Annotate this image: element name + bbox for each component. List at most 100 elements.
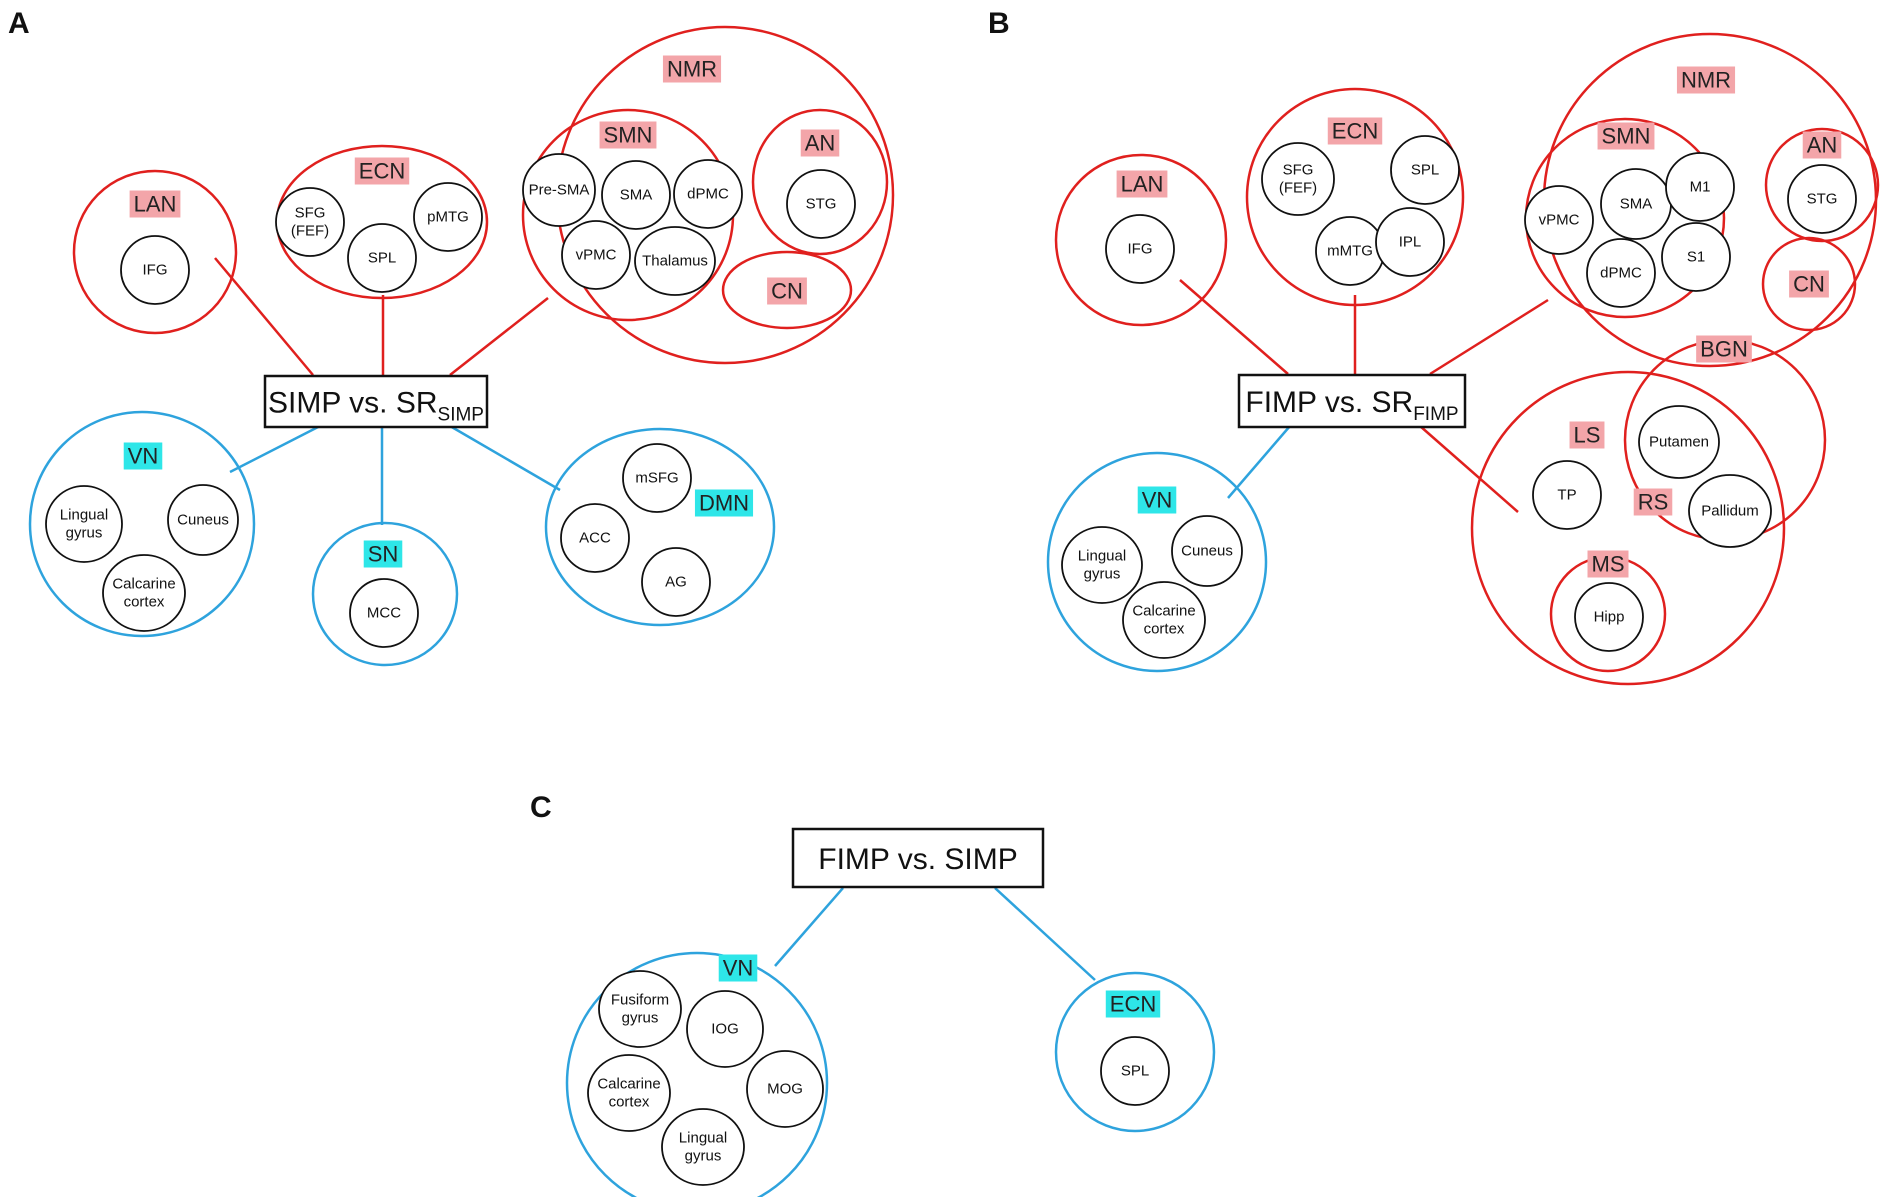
comparison-box-a: SIMP vs. SRSIMP <box>263 374 489 429</box>
edge-b-nmr <box>1429 298 1549 376</box>
region-a-thalamus: Thalamus <box>634 226 716 296</box>
edge-a-vn <box>229 424 321 474</box>
comparison-main: SIMP vs. SR <box>268 387 437 420</box>
svg-text:ECN: ECN <box>359 159 405 184</box>
label-b-rs: RS <box>1633 488 1673 516</box>
region-a-dpmc: dPMC <box>673 159 743 229</box>
region-a-acc: ACC <box>560 503 630 573</box>
region-b-ifg: IFG <box>1105 214 1175 284</box>
label-b-ls: LS <box>1569 421 1605 449</box>
region-a-pmtg: pMTG <box>413 182 483 252</box>
svg-text:Cuneus: Cuneus <box>177 512 229 529</box>
svg-text:gyrus: gyrus <box>66 525 103 542</box>
svg-text:Lingual: Lingual <box>679 1130 727 1147</box>
label-a-sn: SN <box>363 540 403 568</box>
svg-text:RS: RS <box>1638 490 1669 515</box>
region-a-mcc: MCC <box>349 578 419 648</box>
svg-text:SN: SN <box>368 542 399 567</box>
svg-text:LS: LS <box>1574 423 1601 448</box>
network-c-ecn <box>1054 971 1216 1133</box>
svg-text:SPL: SPL <box>1411 162 1439 179</box>
svg-text:LAN: LAN <box>134 192 177 217</box>
region-c-iog: IOG <box>686 990 764 1068</box>
svg-text:IFG: IFG <box>143 262 168 279</box>
region-b-putamen: Putamen <box>1638 405 1720 479</box>
label-a-smn: SMN <box>599 121 657 149</box>
comparison-main: FIMP vs. SR <box>1245 386 1413 419</box>
region-b-hipp: Hipp <box>1574 582 1644 652</box>
network-b-ecn <box>1245 87 1465 307</box>
region-a-spl: SPL <box>347 223 417 293</box>
region-b-m1: M1 <box>1665 152 1735 222</box>
comparison-main: FIMP vs. SIMP <box>818 843 1017 876</box>
region-b-tp: TP <box>1532 460 1602 530</box>
svg-text:gyrus: gyrus <box>622 1010 659 1027</box>
label-b-bgn: BGN <box>1696 335 1752 363</box>
svg-text:Cuneus: Cuneus <box>1181 543 1233 560</box>
region-b-spl: SPL <box>1390 135 1460 205</box>
edge-b-vn <box>1227 425 1291 499</box>
label-a-nmr: NMR <box>662 55 722 83</box>
svg-text:Calcarine: Calcarine <box>597 1076 660 1093</box>
region-a-msfg: mSFG <box>622 443 692 513</box>
svg-text:SIMP vs. SRSIMP: SIMP vs. SRSIMP <box>268 387 484 426</box>
svg-text:MCC: MCC <box>367 605 401 622</box>
svg-text:STG: STG <box>1807 191 1838 208</box>
svg-text:(FEF): (FEF) <box>291 223 329 240</box>
region-b-stg: STG <box>1787 164 1857 234</box>
network-b-cn <box>1761 236 1857 332</box>
svg-text:Hipp: Hipp <box>1594 609 1625 626</box>
region-a-vpmc: vPMC <box>561 220 631 290</box>
comparison-subscript: SIMP <box>438 405 484 426</box>
label-a-ecn: ECN <box>354 157 410 185</box>
svg-text:cortex: cortex <box>609 1094 650 1111</box>
label-b-ms: MS <box>1587 550 1629 578</box>
region-a-cuneus: Cuneus <box>167 484 239 556</box>
label-c-ecn: ECN <box>1105 990 1161 1018</box>
svg-text:gyrus: gyrus <box>685 1148 722 1165</box>
region-a-presma: Pre-SMA <box>522 153 596 227</box>
edge-a-nmr <box>449 297 549 376</box>
region-c-spl: SPL <box>1100 1036 1170 1106</box>
svg-text:ECN: ECN <box>1332 119 1378 144</box>
svg-text:FIMP vs. SIMP: FIMP vs. SIMP <box>818 843 1017 876</box>
region-b-cuneus: Cuneus <box>1171 515 1243 587</box>
label-b-vn: VN <box>1137 486 1177 514</box>
label-b-ecn: ECN <box>1327 117 1383 145</box>
svg-text:cortex: cortex <box>124 594 165 611</box>
svg-text:VN: VN <box>128 444 159 469</box>
svg-text:SMA: SMA <box>620 187 653 204</box>
svg-text:gyrus: gyrus <box>1084 566 1121 583</box>
network-a-sn <box>311 521 459 667</box>
svg-text:M1: M1 <box>1690 179 1711 196</box>
region-b-dpmc: dPMC <box>1586 238 1656 308</box>
label-b-smn: SMN <box>1597 122 1655 150</box>
label-a-vn: VN <box>123 442 163 470</box>
svg-text:AG: AG <box>665 574 687 591</box>
svg-text:mSFG: mSFG <box>635 470 678 487</box>
svg-text:Thalamus: Thalamus <box>642 253 708 270</box>
svg-text:CN: CN <box>771 279 803 304</box>
svg-text:NMR: NMR <box>1681 68 1731 93</box>
svg-text:DMN: DMN <box>699 491 749 516</box>
svg-text:dPMC: dPMC <box>1600 265 1642 282</box>
svg-text:AN: AN <box>805 131 836 156</box>
svg-text:Putamen: Putamen <box>1649 434 1709 451</box>
label-c-vn: VN <box>718 954 758 982</box>
svg-text:Lingual: Lingual <box>60 507 108 524</box>
svg-text:Calcarine: Calcarine <box>112 576 175 593</box>
region-b-mmtg: mMTG <box>1315 216 1385 286</box>
region-b-pallidum: Pallidum <box>1688 474 1772 548</box>
svg-text:dPMC: dPMC <box>687 186 729 203</box>
svg-text:STG: STG <box>806 196 837 213</box>
svg-text:Fusiform: Fusiform <box>611 992 669 1009</box>
svg-text:ECN: ECN <box>1110 992 1156 1017</box>
region-c-mog: MOG <box>746 1050 824 1128</box>
svg-text:IFG: IFG <box>1128 241 1153 258</box>
